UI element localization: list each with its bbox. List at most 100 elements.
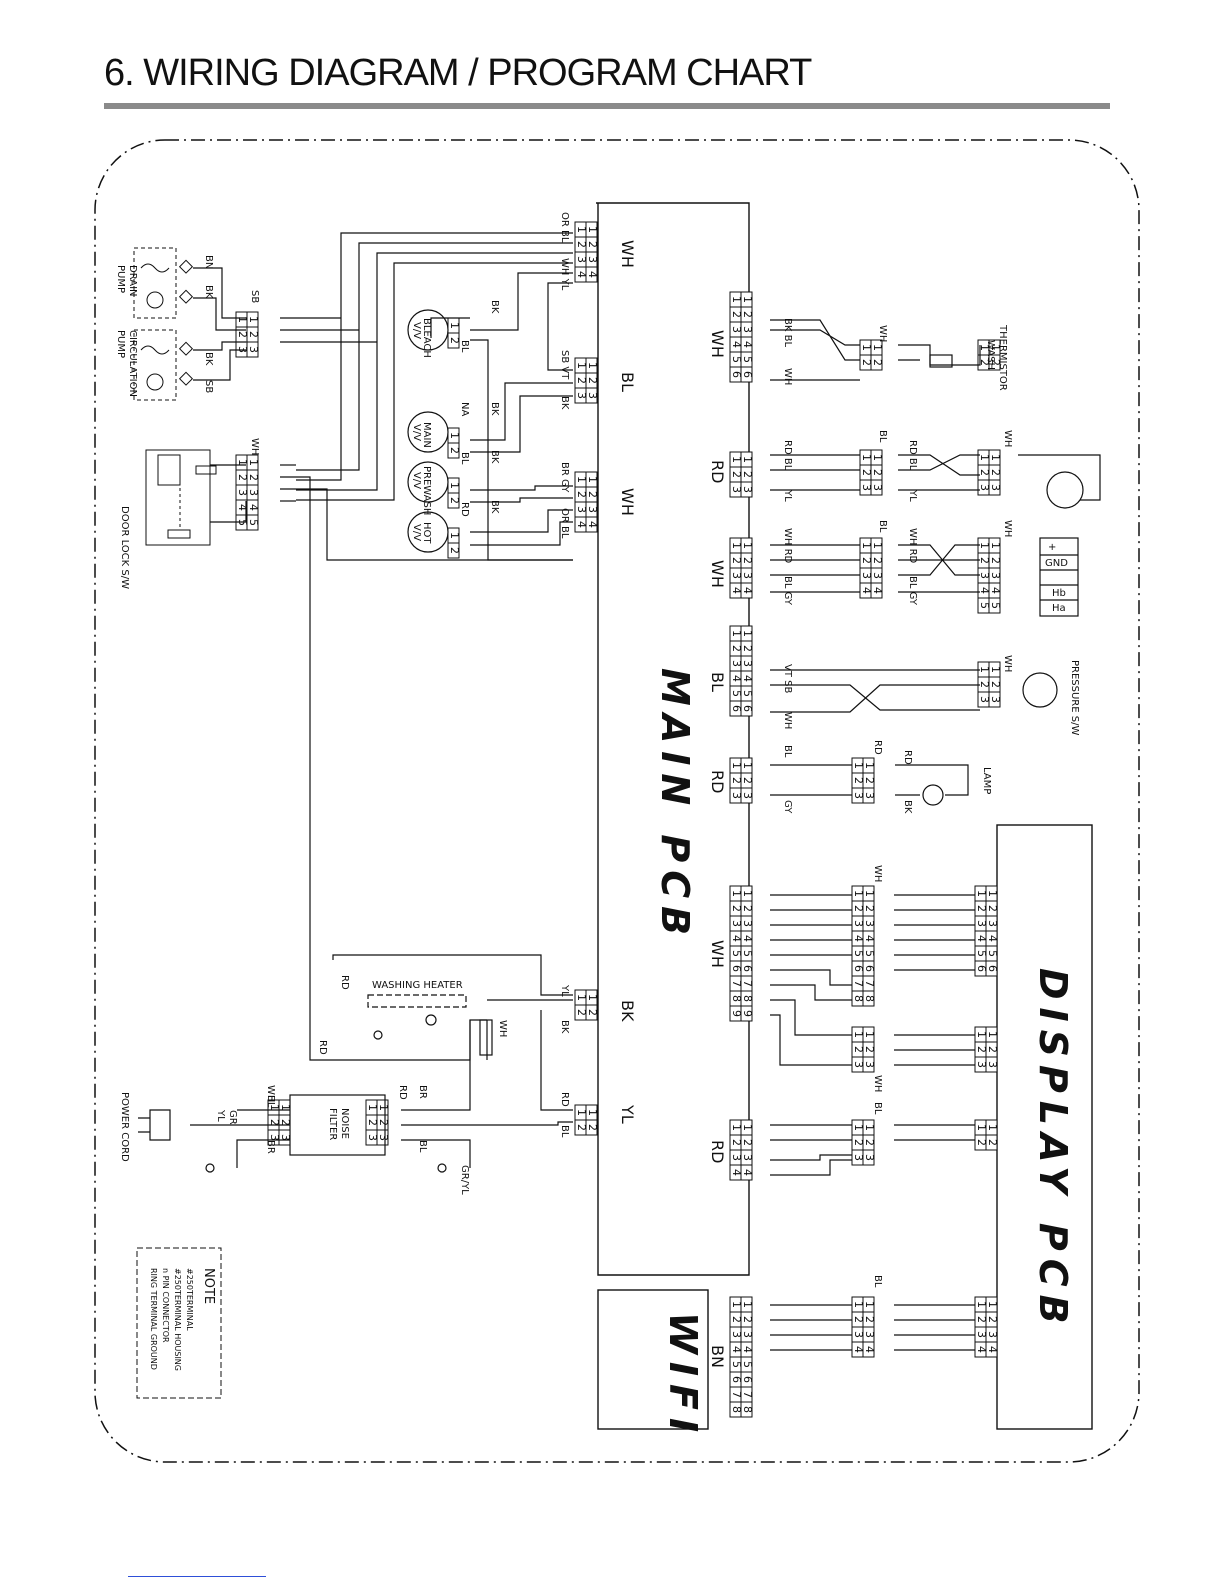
pin-number: 4: [986, 935, 999, 942]
wire-label: WH: [618, 240, 637, 268]
wire-label: RD: [317, 1040, 328, 1055]
wire-label: BL: [872, 1275, 883, 1288]
door-lock-label: DOOR LOCK S/W: [119, 506, 130, 589]
pin-number: 1: [852, 890, 865, 897]
wire-label: GY: [782, 800, 793, 814]
pin-number: 5: [986, 950, 999, 957]
pin-number: 3: [586, 392, 599, 399]
pin-number: 1: [989, 454, 1002, 461]
wire-label: WH RD: [782, 528, 793, 564]
pin-number: 3: [575, 256, 588, 263]
pin-number: 1: [852, 1301, 865, 1308]
pin-number: 4: [247, 504, 260, 511]
pin-number: 3: [236, 489, 249, 496]
pin-number: 1: [871, 454, 884, 461]
circulation-pump-box: [133, 329, 177, 401]
pin-number: 6: [852, 965, 865, 972]
pin-number: 3: [989, 484, 1002, 491]
pin-number: 2: [863, 777, 876, 784]
pin-number: 3: [863, 1154, 876, 1161]
pin-number: 7: [741, 1391, 754, 1398]
circulation-pump-label: CIRCULATION: [127, 330, 138, 397]
wire-label: WH: [1002, 655, 1013, 672]
wire-label: VT SB: [782, 664, 793, 693]
pin-number: 2: [852, 905, 865, 912]
main-pcb-label: MAIN PCB: [653, 668, 697, 943]
pin-number: 2: [871, 557, 884, 564]
pin-number: 2: [741, 311, 754, 318]
wire-label: WH: [1002, 430, 1013, 447]
pin-number: 4: [978, 587, 991, 594]
pin-number: 3: [986, 920, 999, 927]
pin-number: 1: [975, 890, 988, 897]
wire-label: WH RD: [907, 528, 918, 564]
thermistor-sub: WASH: [985, 340, 996, 370]
pin-number: 4: [975, 935, 988, 942]
wire-label: RD: [339, 975, 350, 990]
wire-label: BR GY: [559, 462, 570, 493]
pin-number: 2: [975, 1316, 988, 1323]
heater-connector: [479, 1019, 493, 1056]
wire-label: WH: [708, 940, 727, 968]
pin-number: 2: [268, 1119, 281, 1126]
pin-number: 5: [730, 1361, 743, 1368]
hall-gnd: GND: [1045, 558, 1068, 569]
pin-number: 3: [863, 1331, 876, 1338]
wire-label: RD: [902, 750, 913, 765]
wire-label: BL: [265, 1095, 276, 1108]
pin-number: 3: [975, 1331, 988, 1338]
hall-hb: Hb: [1052, 588, 1066, 599]
wire-label: SB VT: [559, 350, 570, 380]
pin-number: 2: [730, 905, 743, 912]
pin-number: 1: [871, 542, 884, 549]
wire-label: BN: [203, 255, 214, 269]
pin-number: 3: [741, 572, 754, 579]
pin-number: 1: [741, 630, 754, 637]
pin-number: 4: [586, 521, 599, 528]
pin-number: 5: [741, 950, 754, 957]
pin-number: 3: [741, 1331, 754, 1338]
wire-label: RD: [708, 770, 727, 793]
wire-label: BK: [489, 450, 500, 464]
pin-number: 1: [730, 1301, 743, 1308]
pin-number: 6: [730, 371, 743, 378]
pin-number: 2: [730, 557, 743, 564]
pin-number: 6: [986, 965, 999, 972]
wire-label: BR: [417, 1085, 428, 1099]
pin-number: 4: [741, 935, 754, 942]
pin-number: 7: [863, 980, 876, 987]
wire-label: OR BL: [559, 508, 570, 539]
pin-number: 3: [741, 1154, 754, 1161]
wire-label: BL: [459, 452, 470, 465]
pin-number: 3: [730, 486, 743, 493]
pin-number: 2: [986, 1046, 999, 1053]
pin-number: 1: [586, 1109, 599, 1116]
wire-label: RD: [872, 740, 883, 755]
pin-number: 3: [975, 1061, 988, 1068]
pin-number: 9: [741, 1010, 754, 1017]
pin-number: 3: [741, 486, 754, 493]
power-cord-label: POWER CORD: [119, 1092, 130, 1162]
pin-number: 1: [986, 1124, 999, 1131]
note-item-1: #250TERMINAL: [185, 1268, 194, 1331]
wire-label: BL: [459, 340, 470, 353]
pin-number: 3: [852, 920, 865, 927]
pin-number: 7: [852, 980, 865, 987]
pin-number: 2: [989, 557, 1002, 564]
pin-number: 9: [730, 1010, 743, 1017]
pin-number: 2: [575, 377, 588, 384]
pin-number: 1: [978, 454, 991, 461]
bleach-valve-label: BLEACH: [421, 318, 432, 358]
pin-number: 7: [730, 1391, 743, 1398]
pin-number: 4: [730, 1169, 743, 1176]
pin-number: 2: [586, 377, 599, 384]
wire-label: WH: [877, 325, 888, 342]
